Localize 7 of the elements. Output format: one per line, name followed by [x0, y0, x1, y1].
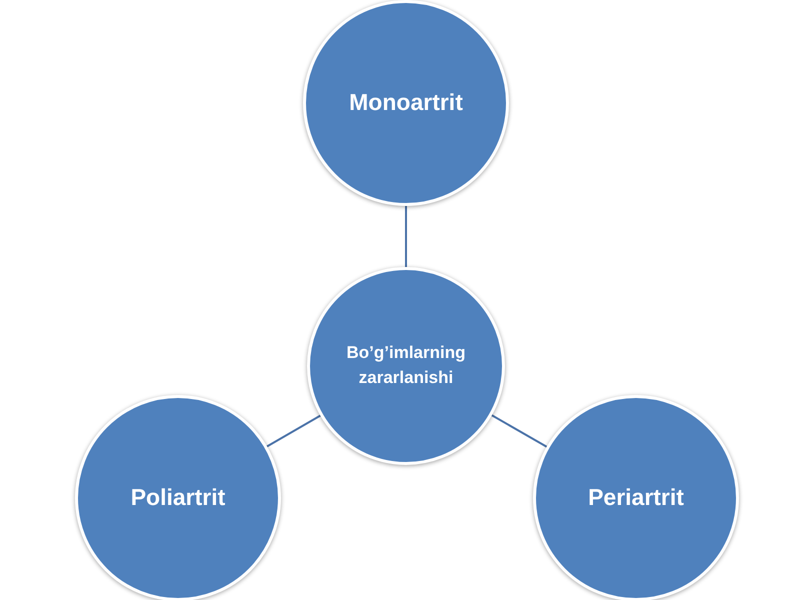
node-label: Bo’g’imlarning zararlanishi: [346, 342, 466, 389]
node-label: Periartrit: [587, 483, 685, 512]
connector-line: [490, 414, 548, 448]
node-label: Poliartrit: [130, 483, 226, 512]
node-label: Monoartrit: [348, 88, 464, 118]
connector-line: [266, 414, 322, 448]
connector-line: [405, 205, 407, 268]
